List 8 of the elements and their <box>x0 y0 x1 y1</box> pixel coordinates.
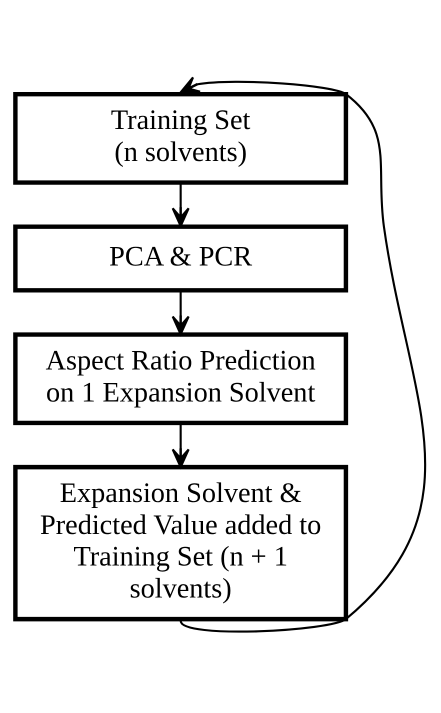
node-box: PCA & PCR <box>13 224 348 293</box>
node-box: Expansion Solvent & Predicted Value added to Training Set (n + 1 solvents) <box>13 464 348 622</box>
node-box: Aspect Ratio Prediction on 1 Expansion Solvent <box>13 332 348 426</box>
arrow <box>172 290 190 336</box>
arrow <box>172 424 190 468</box>
arrow <box>180 76 426 633</box>
arrow <box>172 182 190 228</box>
node-box: Training Set (n solvents) <box>13 92 348 185</box>
